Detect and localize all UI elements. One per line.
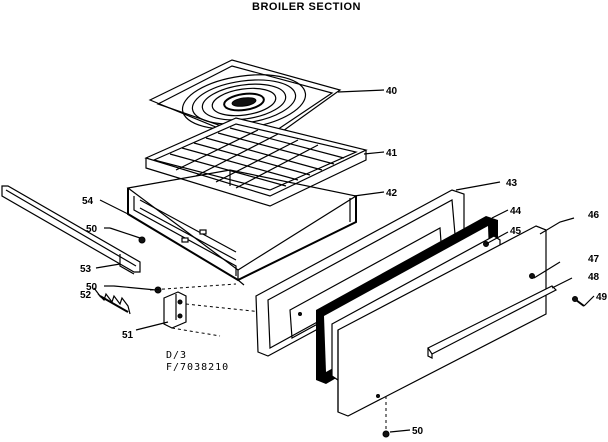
screw-middle <box>113 285 162 294</box>
callout-40: 40 <box>386 86 398 97</box>
handle-screw <box>572 296 585 307</box>
broiler-pan <box>144 117 368 207</box>
callout-47: 47 <box>588 254 600 265</box>
side-rail <box>1 185 141 275</box>
door-handle <box>427 285 558 359</box>
drawing-code-line-1: D/3 <box>166 350 187 361</box>
callout-52: 52 <box>80 290 92 301</box>
callout-50-upper: 50 <box>86 224 98 235</box>
screw-upper <box>109 227 146 244</box>
broiler-pan-insert <box>148 59 342 147</box>
leader-lines <box>93 89 595 433</box>
callout-42: 42 <box>386 188 398 199</box>
callout-50-bottom: 50 <box>412 426 424 437</box>
callout-53: 53 <box>80 264 92 275</box>
hinge-bracket <box>149 283 263 337</box>
callout-45: 45 <box>510 226 522 237</box>
callout-46: 46 <box>588 210 600 221</box>
screw-bottom <box>382 396 390 438</box>
callout-48: 48 <box>588 272 600 283</box>
drawing-code-line-2: F/7038210 <box>166 362 229 373</box>
diagram-title: BROILER SECTION <box>252 1 361 13</box>
outer-door-panel <box>337 225 547 417</box>
callout-50-middle: 50 <box>86 282 98 293</box>
callout-41: 41 <box>386 148 398 159</box>
callout-43: 43 <box>506 178 518 189</box>
callout-54: 54 <box>82 196 94 207</box>
callout-44: 44 <box>510 206 522 217</box>
callout-49: 49 <box>596 292 608 303</box>
callout-51: 51 <box>122 330 134 341</box>
spring <box>97 292 131 315</box>
